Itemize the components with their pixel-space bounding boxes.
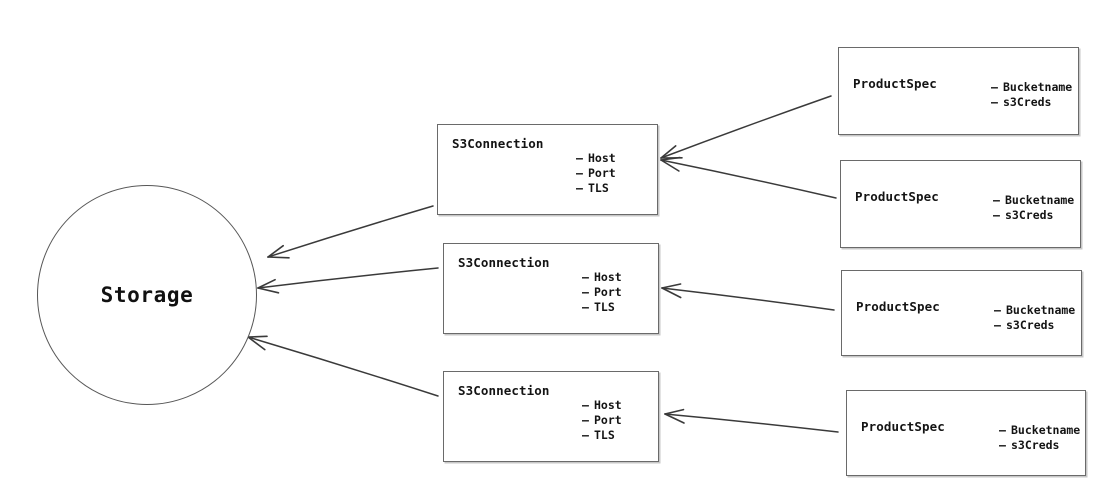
bullet-dash-icon: –	[582, 270, 589, 284]
connection-node-attribute: –TLS	[582, 428, 615, 442]
connection-node-attribute: –Port	[582, 413, 622, 427]
connection-node-title: S3Connection	[458, 255, 550, 270]
bullet-dash-icon: –	[993, 193, 1000, 207]
spec-3-to-s3conn-2	[661, 283, 835, 311]
spec-node-title: ProductSpec	[856, 299, 940, 314]
spec-node-attribute: –s3Creds	[994, 318, 1055, 332]
spec-node-4[interactable]: ProductSpec –Bucketname–s3Creds	[846, 390, 1086, 476]
bullet-dash-icon: –	[993, 208, 1000, 222]
connection-node-attribute-list: –Host–Port–TLS	[582, 270, 622, 315]
spec-4-to-s3conn-3	[664, 408, 839, 433]
connection-node-1[interactable]: S3Connection –Host–Port–TLS	[437, 124, 658, 215]
connection-node-attribute: –Host	[582, 398, 622, 412]
bullet-dash-icon: –	[999, 438, 1006, 452]
spec-2-to-s3conn-1	[660, 156, 837, 199]
connection-node-title: S3Connection	[452, 136, 544, 151]
connection-node-attribute: –Port	[576, 166, 616, 180]
bullet-dash-icon: –	[582, 413, 589, 427]
bullet-dash-icon: –	[576, 181, 583, 195]
connection-node-attribute: –TLS	[582, 300, 615, 314]
spec-node-attribute-list: –Bucketname–s3Creds	[991, 80, 1072, 110]
spec-node-attribute-list: –Bucketname–s3Creds	[999, 423, 1080, 453]
bullet-dash-icon: –	[994, 303, 1001, 317]
storage-node[interactable]: Storage	[37, 185, 257, 405]
spec-node-attribute: –Bucketname	[991, 80, 1073, 94]
spec-node-2[interactable]: ProductSpec –Bucketname–s3Creds	[840, 160, 1081, 248]
spec-node-attribute-list: –Bucketname–s3Creds	[993, 193, 1074, 223]
connection-node-attribute: –Host	[582, 270, 622, 284]
connection-node-attribute-list: –Host–Port–TLS	[576, 151, 616, 196]
spec-node-attribute: –s3Creds	[993, 208, 1054, 222]
spec-node-title: ProductSpec	[861, 419, 945, 434]
spec-node-attribute-list: –Bucketname–s3Creds	[994, 303, 1075, 333]
spec-node-title: ProductSpec	[853, 76, 937, 91]
s3conn-1-to-storage	[267, 205, 434, 259]
bullet-dash-icon: –	[582, 285, 589, 299]
spec-node-attribute: –Bucketname	[999, 423, 1081, 437]
storage-label: Storage	[100, 283, 194, 307]
spec-node-title: ProductSpec	[855, 189, 939, 204]
bullet-dash-icon: –	[999, 423, 1006, 437]
bullet-dash-icon: –	[994, 318, 1001, 332]
bullet-dash-icon: –	[576, 166, 583, 180]
s3conn-3-to-storage	[247, 335, 439, 397]
spec-node-attribute: –s3Creds	[991, 95, 1052, 109]
bullet-dash-icon: –	[582, 428, 589, 442]
connection-node-attribute: –Port	[582, 285, 622, 299]
connection-node-3[interactable]: S3Connection –Host–Port–TLS	[443, 371, 659, 462]
spec-node-1[interactable]: ProductSpec –Bucketname–s3Creds	[838, 47, 1079, 135]
spec-node-attribute: –s3Creds	[999, 438, 1060, 452]
connection-node-2[interactable]: S3Connection –Host–Port–TLS	[443, 243, 659, 334]
bullet-dash-icon: –	[576, 151, 583, 165]
bullet-dash-icon: –	[991, 95, 998, 109]
connection-node-attribute: –TLS	[576, 181, 609, 195]
s3conn-2-to-storage	[257, 267, 439, 294]
connection-node-attribute: –Host	[576, 151, 616, 165]
spec-node-attribute: –Bucketname	[994, 303, 1076, 317]
connection-node-title: S3Connection	[458, 383, 550, 398]
spec-node-attribute: –Bucketname	[993, 193, 1075, 207]
bullet-dash-icon: –	[582, 300, 589, 314]
spec-1-to-s3conn-1	[660, 95, 832, 159]
connection-node-attribute-list: –Host–Port–TLS	[582, 398, 622, 443]
bullet-dash-icon: –	[991, 80, 998, 94]
bullet-dash-icon: –	[582, 398, 589, 412]
spec-node-3[interactable]: ProductSpec –Bucketname–s3Creds	[841, 270, 1082, 356]
